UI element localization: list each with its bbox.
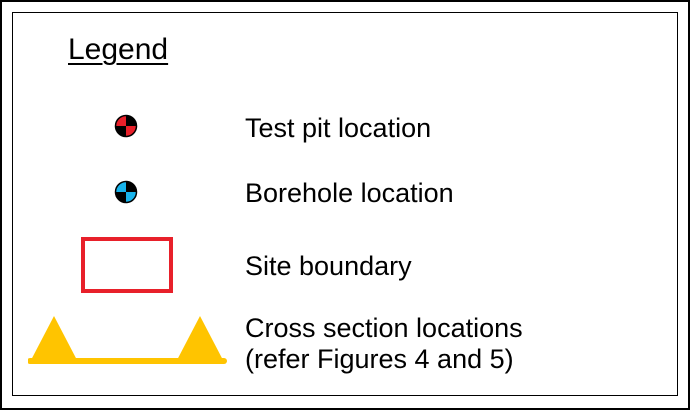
cross-section-label-line2: (refer Figures 4 and 5) <box>245 344 514 374</box>
borehole-icon <box>114 180 138 204</box>
legend-title: Legend <box>68 33 169 66</box>
legend-inner-frame <box>12 12 678 396</box>
site-boundary-label: Site boundary <box>245 251 412 281</box>
cross-section-icon <box>28 316 227 364</box>
test-pit-label: Test pit location <box>245 113 432 143</box>
borehole-label: Borehole location <box>245 178 454 208</box>
cross-section-label-line1: Cross section locations <box>245 313 523 343</box>
test-pit-icon <box>114 114 138 138</box>
site-boundary-icon <box>81 237 173 293</box>
